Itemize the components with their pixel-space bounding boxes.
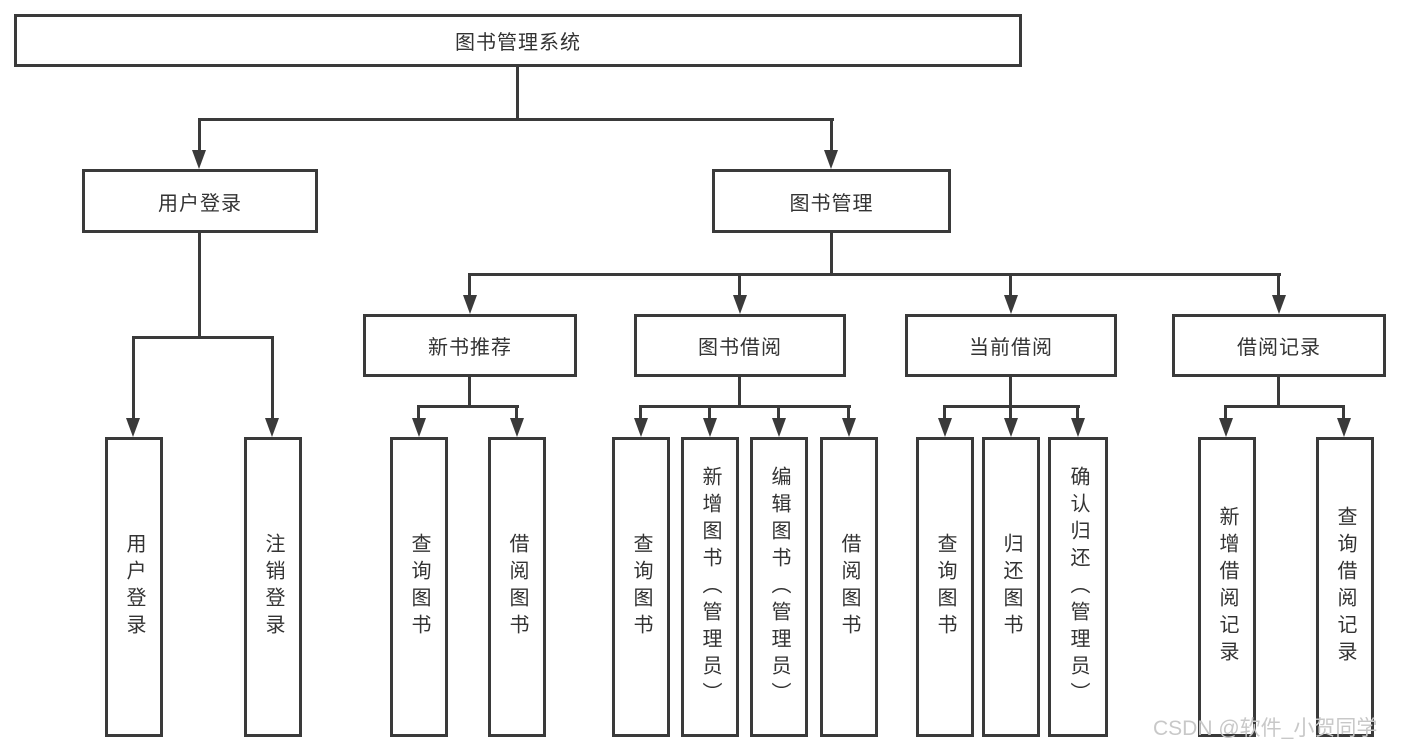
leaf-edit-books-admin: 编辑图书（管理员） bbox=[750, 437, 808, 737]
connector-stub bbox=[830, 118, 833, 152]
connector-stub bbox=[1342, 405, 1345, 420]
connector-stub bbox=[1277, 273, 1280, 297]
leaf-query-books-2: 查询图书 bbox=[612, 437, 670, 737]
connector-stub bbox=[1009, 405, 1012, 420]
csdn-watermark: CSDN @软件_小贺同学 bbox=[1153, 717, 1378, 740]
connector-stub bbox=[1009, 273, 1012, 297]
leaf-query-books-1: 查询图书 bbox=[390, 437, 448, 737]
node-borrow-records-label: 借阅记录 bbox=[1237, 337, 1321, 359]
connector-trunk bbox=[738, 377, 741, 405]
node-book-borrowing-label: 图书借阅 bbox=[698, 337, 782, 359]
arrowhead bbox=[192, 150, 206, 169]
node-user-login: 用户登录 bbox=[82, 169, 318, 233]
arrowhead bbox=[412, 418, 426, 437]
connector-stub bbox=[777, 405, 780, 420]
arrowhead bbox=[1004, 295, 1018, 314]
leaf-confirm-return-admin-label: 确认归还（管理员） bbox=[1067, 465, 1089, 709]
arrowhead bbox=[703, 418, 717, 437]
node-root: 图书管理系统 bbox=[14, 14, 1022, 67]
arrowhead bbox=[1272, 295, 1286, 314]
connector-trunk bbox=[1009, 377, 1012, 405]
leaf-user-login: 用户登录 bbox=[105, 437, 163, 737]
leaf-edit-books-admin-label: 编辑图书（管理员） bbox=[768, 465, 790, 709]
leaf-borrow-books-2-label: 借阅图书 bbox=[838, 533, 860, 641]
leaf-add-borrow-record-label: 新增借阅记录 bbox=[1216, 506, 1238, 668]
leaf-query-borrow-record-label: 查询借阅记录 bbox=[1334, 506, 1356, 668]
leaf-add-books-admin: 新增图书（管理员） bbox=[681, 437, 739, 737]
connector-stub bbox=[943, 405, 946, 420]
connector-stub bbox=[847, 405, 850, 420]
arrowhead bbox=[1337, 418, 1351, 437]
connector-stub bbox=[639, 405, 642, 420]
leaf-add-borrow-record: 新增借阅记录 bbox=[1198, 437, 1256, 737]
connector-stub bbox=[417, 405, 420, 420]
leaf-return-books: 归还图书 bbox=[982, 437, 1040, 737]
connector-bar bbox=[1224, 405, 1345, 408]
connector-stub bbox=[468, 273, 471, 297]
arrowhead bbox=[1219, 418, 1233, 437]
arrowhead bbox=[1071, 418, 1085, 437]
node-book-borrowing: 图书借阅 bbox=[634, 314, 846, 377]
node-book-management: 图书管理 bbox=[712, 169, 951, 233]
connector-trunk bbox=[1277, 377, 1280, 405]
leaf-logout-label: 注销登录 bbox=[262, 533, 284, 641]
leaf-borrow-books-1: 借阅图书 bbox=[488, 437, 546, 737]
node-user-login-label: 用户登录 bbox=[158, 192, 242, 215]
node-current-borrowing: 当前借阅 bbox=[905, 314, 1117, 377]
leaf-borrow-books-1-label: 借阅图书 bbox=[506, 533, 528, 641]
leaf-borrow-books-2: 借阅图书 bbox=[820, 437, 878, 737]
connector-trunk bbox=[830, 232, 833, 273]
connector-stub bbox=[738, 273, 741, 297]
leaf-confirm-return-admin: 确认归还（管理员） bbox=[1048, 437, 1108, 737]
arrowhead bbox=[1004, 418, 1018, 437]
leaf-query-books-1-label: 查询图书 bbox=[408, 533, 430, 641]
arrowhead bbox=[634, 418, 648, 437]
arrowhead bbox=[842, 418, 856, 437]
connector-stub bbox=[1224, 405, 1227, 420]
leaf-logout: 注销登录 bbox=[244, 437, 302, 737]
arrowhead bbox=[265, 418, 279, 437]
arrowhead bbox=[510, 418, 524, 437]
leaf-query-borrow-record: 查询借阅记录 bbox=[1316, 437, 1374, 737]
leaf-query-books-2-label: 查询图书 bbox=[630, 533, 652, 641]
leaf-query-books-3-label: 查询图书 bbox=[934, 533, 956, 641]
arrowhead bbox=[824, 150, 838, 169]
leaf-add-books-admin-label: 新增图书（管理员） bbox=[699, 465, 721, 709]
arrowhead bbox=[126, 418, 140, 437]
leaf-user-login-label: 用户登录 bbox=[123, 533, 145, 641]
node-book-management-label: 图书管理 bbox=[789, 192, 874, 215]
connector-trunk bbox=[468, 377, 471, 405]
connector-bar bbox=[639, 405, 851, 408]
connector-bar bbox=[132, 336, 274, 339]
leaf-query-books-3: 查询图书 bbox=[916, 437, 974, 737]
arrowhead bbox=[938, 418, 952, 437]
connector-bar bbox=[417, 405, 519, 408]
connector-stub bbox=[1076, 405, 1079, 420]
connector-root-trunk bbox=[516, 66, 519, 118]
connector-root-bar bbox=[198, 118, 834, 121]
connector-bar bbox=[468, 273, 1281, 276]
connector-stub bbox=[198, 118, 201, 152]
node-new-book-recommend: 新书推荐 bbox=[363, 314, 577, 377]
node-borrow-records: 借阅记录 bbox=[1172, 314, 1386, 377]
connector-trunk bbox=[198, 232, 201, 336]
arrowhead bbox=[772, 418, 786, 437]
node-new-book-recommend-label: 新书推荐 bbox=[428, 337, 512, 359]
connector-stub bbox=[132, 336, 135, 420]
arrowhead bbox=[463, 295, 477, 314]
node-current-borrowing-label: 当前借阅 bbox=[969, 337, 1053, 359]
connector-stub bbox=[708, 405, 711, 420]
leaf-return-books-label: 归还图书 bbox=[1000, 533, 1022, 641]
arrowhead bbox=[733, 295, 747, 314]
connector-stub bbox=[271, 336, 274, 420]
connector-stub bbox=[515, 405, 518, 420]
node-root-label: 图书管理系统 bbox=[455, 32, 581, 54]
